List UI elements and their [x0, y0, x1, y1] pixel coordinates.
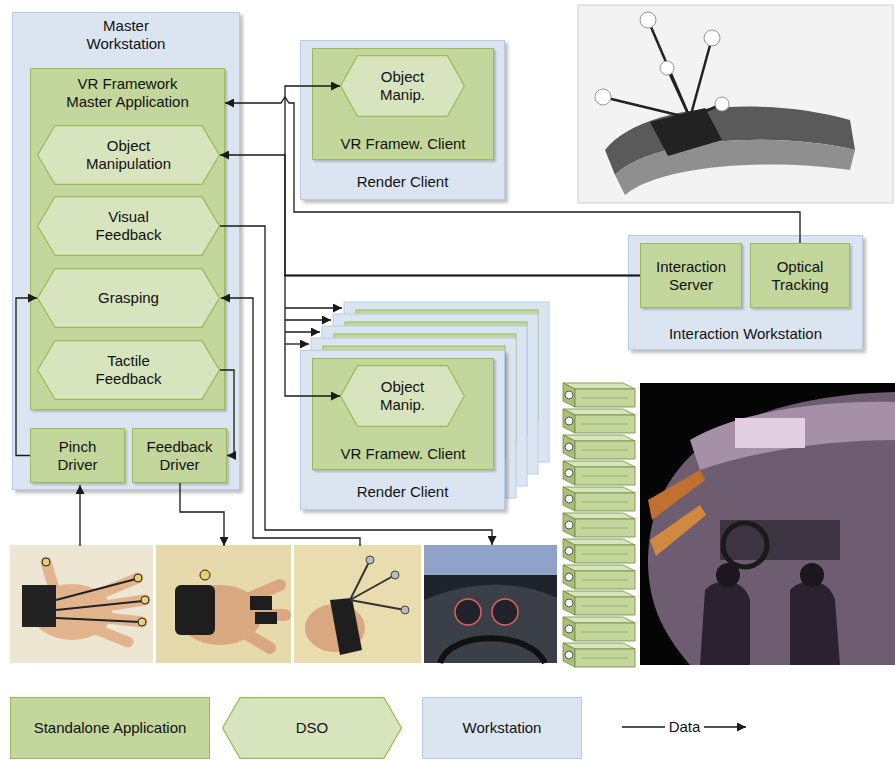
node-label: Render Client	[357, 173, 449, 191]
node-label: VR Framew. Client	[340, 135, 465, 153]
node-label: VR Framework Master Application	[55, 75, 200, 111]
dso-hexagon: Object Manip.	[340, 365, 465, 427]
node-label: Object Manip.	[363, 378, 443, 414]
application-box: Optical Tracking	[750, 243, 850, 308]
node-label: Interaction Workstation	[669, 325, 822, 343]
headset-photo	[578, 5, 893, 203]
dashboard-photo	[424, 545, 557, 663]
node-label: Feedback Driver	[142, 438, 217, 474]
legend-item: Standalone Application	[10, 697, 210, 759]
workstation-box: Master Workstation VR Framework Master Ap…	[12, 12, 240, 490]
pinch-wire	[79, 485, 80, 546]
application-box: Pinch Driver	[30, 428, 125, 483]
flystick-wire	[221, 298, 360, 546]
node-label: Grasping	[98, 289, 159, 307]
stacked-cards	[311, 302, 549, 498]
data-connector	[285, 276, 640, 397]
stack-branch	[285, 319, 331, 320]
legend-label: Standalone Application	[34, 719, 187, 737]
application-box: VR Framew. Client Object Manip.	[312, 358, 494, 470]
node-label: Optical Tracking	[758, 258, 843, 294]
pinch-glove-photo	[10, 545, 153, 663]
dso-hexagon: Object Manip.	[340, 55, 465, 117]
node-label: Interaction Server	[646, 258, 736, 294]
application-box: VR Framework Master ApplicationObject Ma…	[30, 68, 225, 410]
data-connector	[16, 298, 37, 456]
legend-item: Data	[622, 712, 747, 742]
workstation-box: Render Client VR Framew. Client Object Man…	[300, 350, 505, 510]
node-label: Object Manipulation	[69, 137, 189, 173]
dso-hexagon: Object Manipulation	[37, 125, 220, 185]
flystick-photo	[294, 545, 421, 663]
data-connector	[285, 86, 640, 276]
feedback-wire	[180, 483, 224, 546]
render-image	[640, 383, 895, 665]
dso-hexagon: Visual Feedback	[37, 196, 220, 256]
dso-hexagon: Grasping	[37, 268, 220, 328]
legend-item: DSO	[222, 697, 402, 759]
stack-branch	[285, 343, 309, 344]
node-label: Master Workstation	[71, 17, 181, 53]
data-connector	[220, 370, 234, 456]
dso-hexagon: Tactile Feedback	[37, 340, 220, 400]
stack-branch	[285, 331, 320, 332]
data-connector	[225, 97, 800, 243]
legend-label: Data	[665, 718, 705, 736]
visual-wire	[220, 226, 492, 545]
node-label: Tactile Feedback	[74, 352, 184, 388]
projector-stack	[563, 383, 635, 667]
stack-branch	[285, 307, 342, 308]
node-label: Visual Feedback	[74, 208, 184, 244]
legend-label: Workstation	[463, 719, 542, 737]
data-connector	[220, 155, 640, 276]
workstation-box: Interaction Workstation Interaction Serve…	[628, 235, 863, 350]
application-box: Interaction Server	[640, 243, 742, 308]
node-label: Pinch Driver	[43, 438, 113, 474]
node-label: VR Framew. Client	[340, 445, 465, 463]
application-box: Feedback Driver	[132, 428, 227, 483]
workstation-box: Render Client VR Framew. Client Object Man…	[300, 40, 505, 200]
legend-item: Workstation	[422, 697, 582, 759]
application-box: VR Framew. Client Object Manip.	[312, 48, 494, 160]
node-label: Object Manip.	[363, 68, 443, 104]
tactile-glove-photo	[156, 545, 291, 663]
node-label: Render Client	[357, 483, 449, 501]
legend-label: DSO	[296, 719, 329, 737]
